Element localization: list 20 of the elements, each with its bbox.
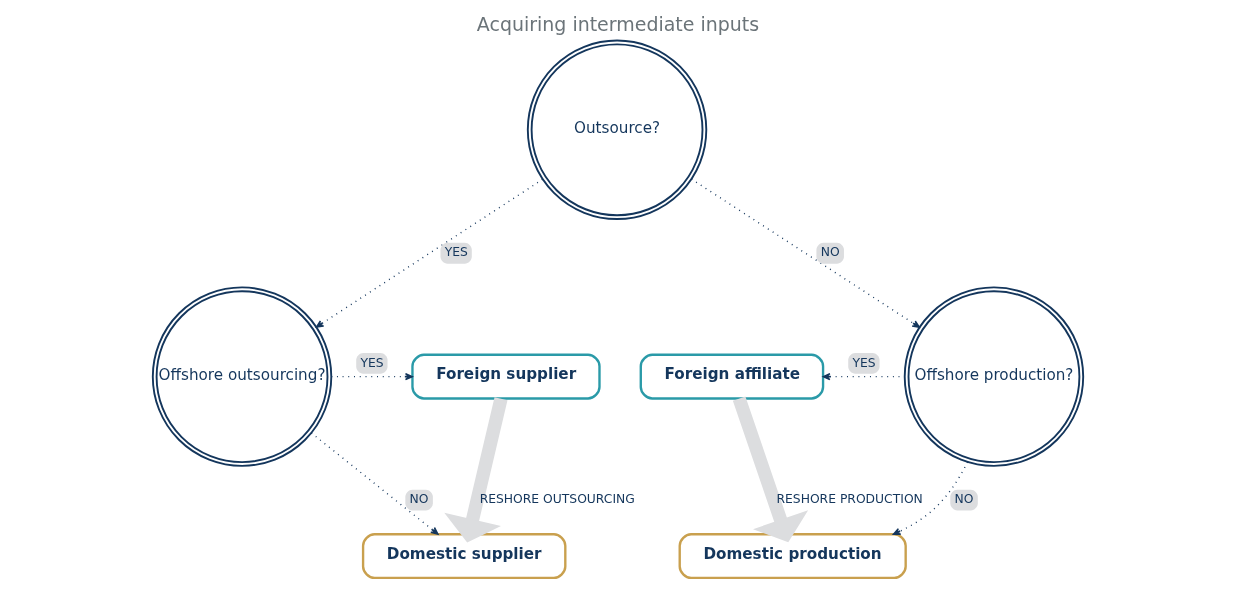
edge-label: NO	[409, 492, 429, 507]
arrow	[315, 178, 544, 328]
arrow	[690, 178, 921, 328]
node-box: Foreign supplier	[411, 353, 601, 400]
node-box: Foreign affiliate	[639, 353, 825, 400]
diagram-title: Acquiring intermediate inputs	[476, 13, 760, 36]
arrow	[892, 461, 969, 535]
edge-label: NO	[954, 492, 974, 507]
arrow	[310, 432, 439, 535]
edge-label: RESHORE PRODUCTION	[776, 492, 923, 507]
node-box: Domestic supplier	[361, 533, 567, 580]
edge-label: RESHORE OUTSOURCING	[479, 492, 635, 507]
edge-label: YES	[360, 355, 384, 370]
arrow	[444, 397, 508, 543]
edge-label: NO	[820, 245, 840, 260]
edge-label: YES	[852, 355, 876, 370]
arrow	[732, 396, 809, 543]
edge-label: YES	[444, 245, 468, 260]
node-box: Domestic production	[678, 533, 907, 580]
arrow	[330, 372, 413, 381]
